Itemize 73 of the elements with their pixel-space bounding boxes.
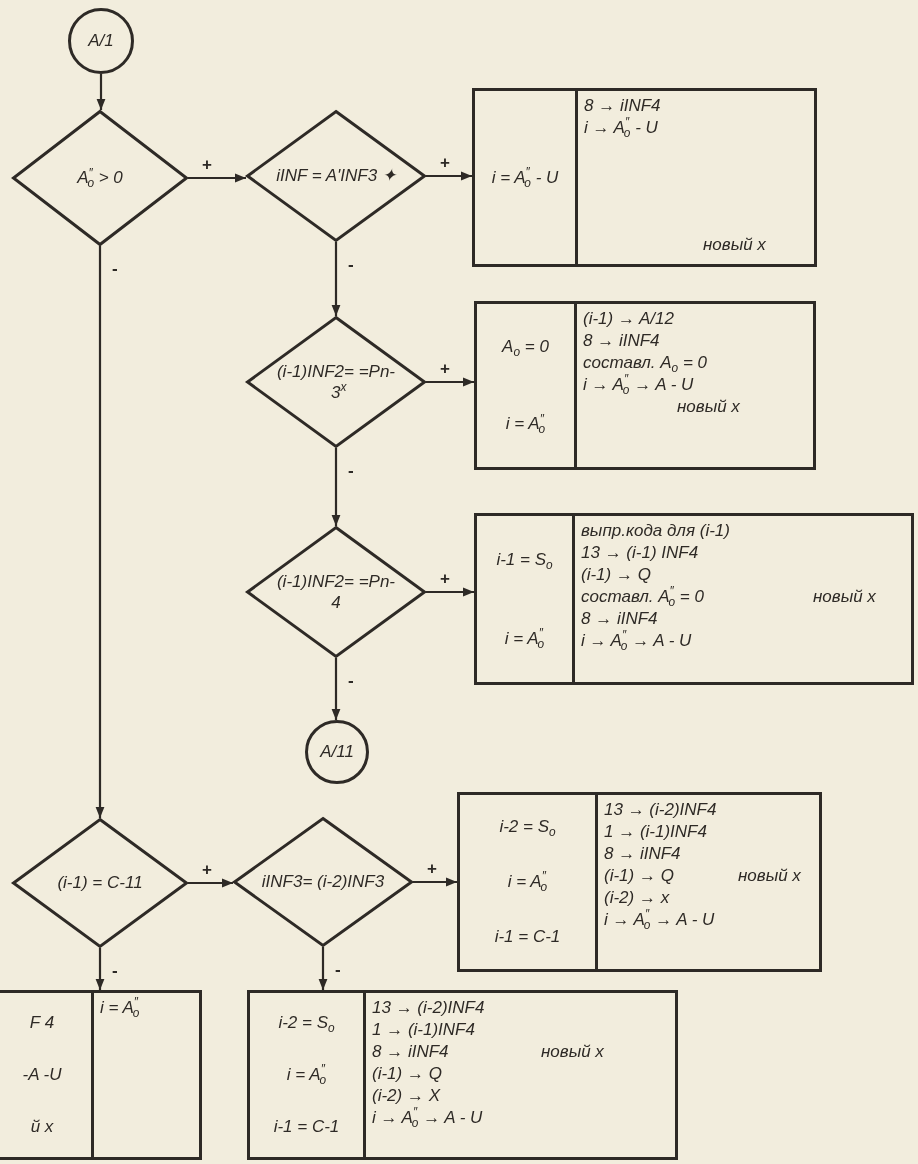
operation-text: 13 → (i-1) INF4: [581, 542, 699, 564]
condition-text: A$^{″}$$_{o}$ > 0: [77, 167, 123, 189]
operation-text: выпр.кода для (i-1): [581, 520, 730, 542]
condition-text: iINF = A'INF3 ✦: [276, 165, 396, 187]
operation-text: (i-2) → X: [372, 1085, 440, 1107]
condition-text: i = A$^{″}$$_{o}$ - U: [491, 167, 559, 188]
decision-diamond: [233, 817, 413, 947]
operation-text: 8 → iINF4: [604, 843, 681, 865]
operation-text: (i-1) → A/12: [583, 308, 674, 330]
flow-arrow: [318, 947, 328, 990]
condition-text: (i-1)INF2= =Pn-3$^{x}$: [275, 360, 397, 404]
process-box: [247, 990, 678, 1160]
operation-text: 8 → iINF4: [581, 608, 658, 630]
connector-label: A/1: [88, 31, 114, 51]
operation-text: составл. A$^{″}$$_{o}$ = 0: [581, 586, 704, 608]
process-box: [0, 990, 202, 1160]
flow-arrow: [426, 171, 472, 181]
condition-text: A$_{o}$ = 0: [502, 336, 549, 357]
operation-text: 1 → (i-1)INF4: [604, 821, 707, 843]
flow-arrow: [188, 878, 233, 888]
flow-arrow: [331, 242, 341, 316]
operation-text: составл. A$_{o}$ = 0: [583, 352, 708, 374]
operation-text: (i-1) → Q: [372, 1063, 442, 1085]
condition-text: й x: [30, 1117, 54, 1137]
condition-text: i-1 = S$_{o}$: [496, 549, 553, 570]
condition-text: -A -U: [22, 1065, 62, 1085]
process-box: [457, 792, 822, 972]
condition-text: i-1 = C-1: [494, 927, 561, 948]
condition-text: i-2 = S$_{o}$: [499, 816, 556, 837]
condition-text: i-1 = C-1: [273, 1117, 340, 1137]
condition-text: F 4: [29, 1013, 55, 1033]
operation-text: новый x: [677, 396, 740, 418]
decision-diamond: [246, 110, 426, 242]
operation-text: (i-1) → Q: [581, 564, 651, 586]
condition-text: (i-1)INF2= =Pn-4: [275, 570, 397, 614]
operation-text: новый x: [541, 1041, 604, 1063]
connector-circle: [305, 720, 369, 784]
operation-text: i → A$^{″}$$_{o}$ → A - U: [581, 630, 692, 652]
operation-text: 8 → iINF4: [584, 95, 661, 117]
operation-text: i → A$^{″}$$_{o}$ - U: [584, 117, 658, 139]
connector-label: A/11: [320, 742, 354, 762]
operation-text: 1 → (i-1)INF4: [372, 1019, 475, 1041]
flow-arrow: [331, 658, 341, 720]
operation-text: i → A$^{″}$$_{o}$ → A - U: [604, 909, 715, 931]
flow-arrow: [188, 173, 246, 183]
operation-text: новый x: [813, 586, 876, 608]
flow-arrow: [95, 948, 105, 990]
decision-diamond: [12, 818, 188, 948]
decision-diamond: [246, 316, 426, 448]
operation-text: i → A$^{″}$$_{o}$ → A - U: [372, 1107, 483, 1129]
flow-arrow: [331, 448, 341, 526]
operation-text: новый x: [738, 865, 801, 887]
flow-arrow: [96, 74, 106, 110]
process-box: [472, 88, 817, 267]
operation-text: новый x: [703, 233, 766, 256]
operation-text: i → A$^{″}$$_{o}$ → A - U: [583, 374, 694, 396]
condition-text: (i-1) = C-11: [57, 872, 143, 894]
flow-arrow: [95, 246, 105, 818]
condition-text: iINF3= (i-2)INF3: [261, 871, 385, 893]
operation-text: (i-1) → Q: [604, 865, 674, 887]
operation-text: 8 → iINF4: [372, 1041, 449, 1063]
operation-text: 8 → iINF4: [583, 330, 660, 352]
flow-arrow: [413, 877, 457, 887]
operation-text: (i-2) → x: [604, 887, 670, 909]
operation-text: 13 → (i-2)INF4: [604, 799, 717, 821]
flow-arrow: [426, 587, 474, 597]
process-box: [474, 513, 914, 685]
decision-diamond: [246, 526, 426, 658]
process-box: [474, 301, 816, 470]
flow-arrow: [426, 377, 474, 387]
decision-diamond: [12, 110, 188, 246]
operation-text: 13 → (i-2)INF4: [372, 997, 485, 1019]
condition-text: i-2 = S$_{o}$: [278, 1013, 335, 1033]
